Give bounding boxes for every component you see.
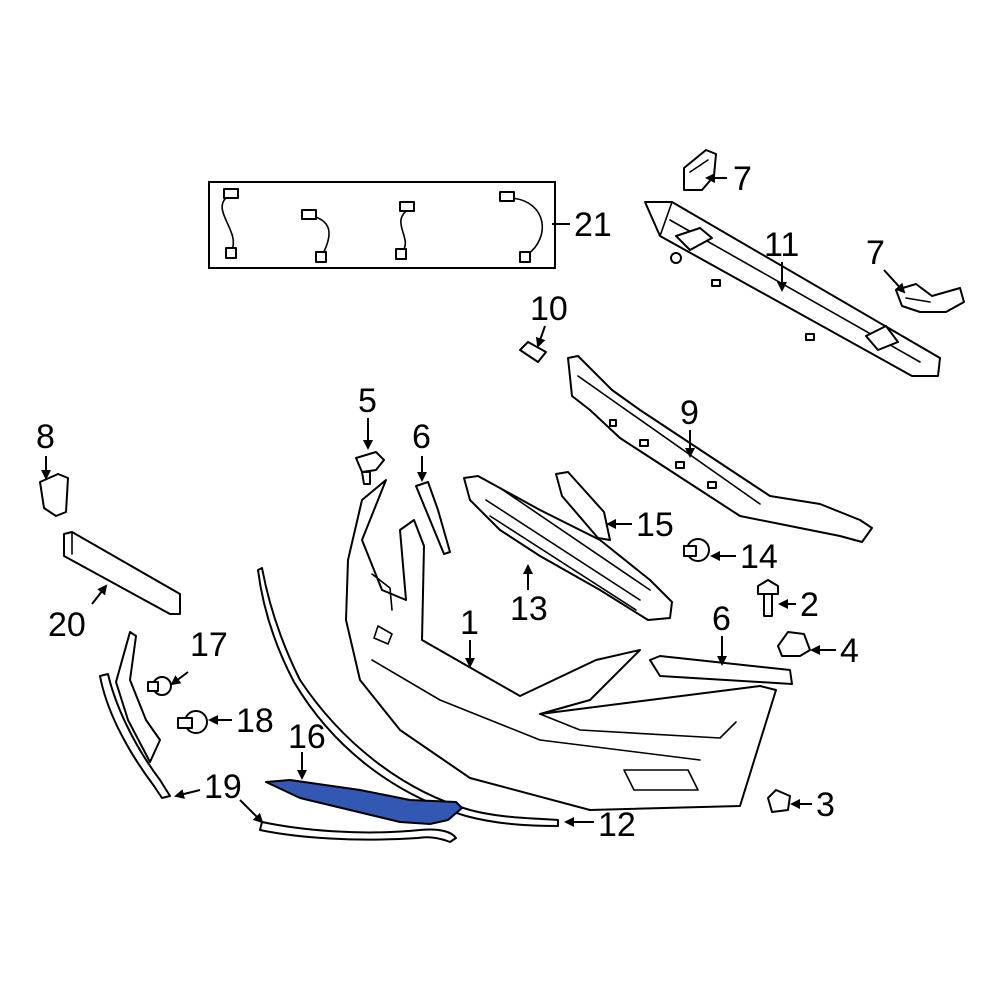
callout-21: 21 xyxy=(574,206,612,244)
part-2-bolt[interactable] xyxy=(757,579,779,617)
callout-18: 18 xyxy=(236,702,274,740)
highlight-fill xyxy=(265,779,463,825)
callout-10: 10 xyxy=(530,290,568,328)
part-6-bracket-upper[interactable] xyxy=(415,481,451,555)
callout-6-upper: 6 xyxy=(412,418,431,456)
part-8-cover[interactable] xyxy=(39,473,69,517)
part-18-fastener[interactable] xyxy=(177,710,208,734)
part-1-bumper-cover[interactable] xyxy=(345,479,777,811)
part-10-clip[interactable] xyxy=(519,341,547,363)
callout-7-right: 7 xyxy=(866,234,885,272)
part-7-bracket-upper[interactable] xyxy=(683,149,717,191)
part-17-fastener[interactable] xyxy=(147,676,172,696)
part-16-lower-trim-highlighted[interactable] xyxy=(265,779,463,825)
callout-13: 13 xyxy=(510,590,548,628)
callout-4: 4 xyxy=(840,632,859,670)
part-21-wiring-harness-kit[interactable] xyxy=(208,181,556,269)
part-13-grille[interactable] xyxy=(463,475,673,621)
part-7-bracket-right[interactable] xyxy=(895,283,965,313)
part-5-clip[interactable] xyxy=(355,451,385,485)
callout-5: 5 xyxy=(358,382,377,420)
callout-labels: 7 7 11 21 10 9 5 6 15 14 13 1 2 6 4 3 8 … xyxy=(36,160,885,844)
callout-8: 8 xyxy=(36,418,55,456)
part-15-panel[interactable] xyxy=(555,471,611,541)
callout-1: 1 xyxy=(460,604,479,642)
part-4-nut-clip[interactable] xyxy=(777,631,811,657)
callout-3: 3 xyxy=(816,786,835,824)
leader-lines xyxy=(41,173,906,827)
part-9-absorber[interactable] xyxy=(567,355,873,543)
callout-14: 14 xyxy=(740,538,778,576)
callout-7-upper: 7 xyxy=(733,160,752,198)
side-grille-left[interactable] xyxy=(115,631,161,763)
callout-6-lower: 6 xyxy=(712,600,731,638)
callout-2: 2 xyxy=(800,586,819,624)
callout-12: 12 xyxy=(598,806,636,844)
part-12-molding[interactable] xyxy=(257,567,559,827)
callout-15: 15 xyxy=(636,506,674,544)
part-19-molding[interactable] xyxy=(99,673,457,843)
part-20-plate-bracket[interactable] xyxy=(63,531,181,615)
callout-11: 11 xyxy=(764,226,799,264)
part-3-bolt[interactable] xyxy=(767,789,791,813)
callout-16: 16 xyxy=(288,718,326,756)
part-14-fastener[interactable] xyxy=(683,538,710,562)
part-11-impact-bar[interactable] xyxy=(644,201,941,377)
callout-19: 19 xyxy=(204,768,242,806)
callout-9: 9 xyxy=(680,394,699,432)
callout-20: 20 xyxy=(48,606,86,644)
callout-17: 17 xyxy=(190,626,228,664)
part-6-bracket-lower[interactable] xyxy=(649,655,793,685)
